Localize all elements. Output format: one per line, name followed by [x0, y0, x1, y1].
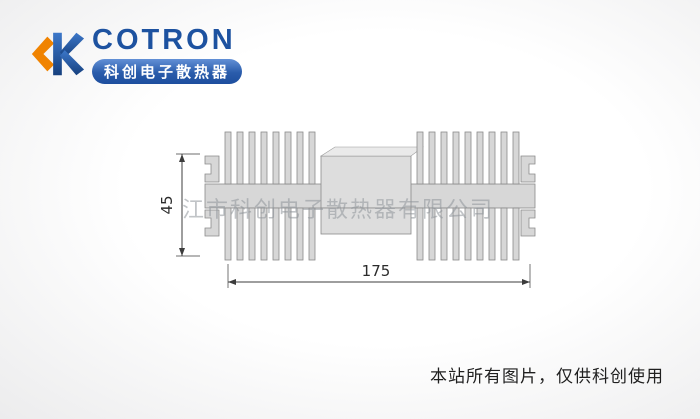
- watermark-text: 江市科创电子散热器有限公司: [182, 198, 495, 223]
- heatsink-profile-drawing: 45 175: [158, 131, 536, 288]
- heatsink-body: [204, 131, 536, 261]
- height-dimension-label: 45: [158, 195, 176, 214]
- cotron-logo-icon: [31, 32, 85, 76]
- width-dimension: 175: [227, 262, 531, 288]
- footer-notice: 本站所有图片，仅供科创使用: [430, 367, 664, 387]
- width-dimension-label: 175: [362, 262, 391, 280]
- logo: COTRON 科创电子散热器: [28, 24, 243, 84]
- height-dimension: 45: [158, 153, 200, 257]
- brand-name: COTRON: [92, 24, 236, 56]
- brand-subtitle: 科创电子散热器: [92, 59, 243, 84]
